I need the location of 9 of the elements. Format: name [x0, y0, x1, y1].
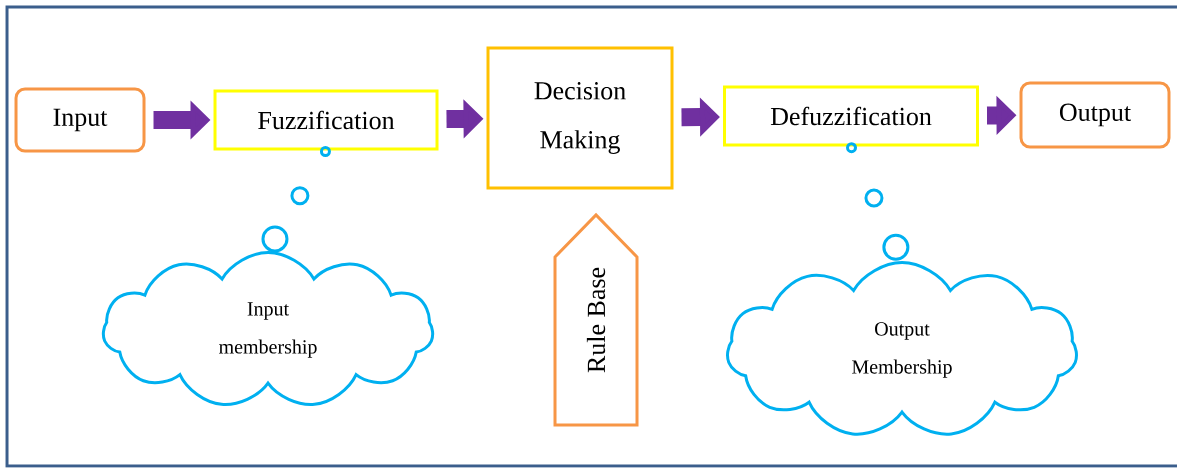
process-box: Decision Making — [486, 46, 674, 190]
process-box: Defuzzification — [723, 85, 979, 147]
input-box: Input — [14, 87, 146, 153]
process-box: Fuzzification — [213, 89, 439, 151]
thought-cloud: Output Membership — [726, 261, 1078, 436]
thought-cloud: Input membership — [101, 251, 435, 406]
output-box: Output — [1019, 81, 1171, 149]
thought-bubbles — [846, 142, 910, 261]
thought-bubbles — [261, 146, 331, 253]
